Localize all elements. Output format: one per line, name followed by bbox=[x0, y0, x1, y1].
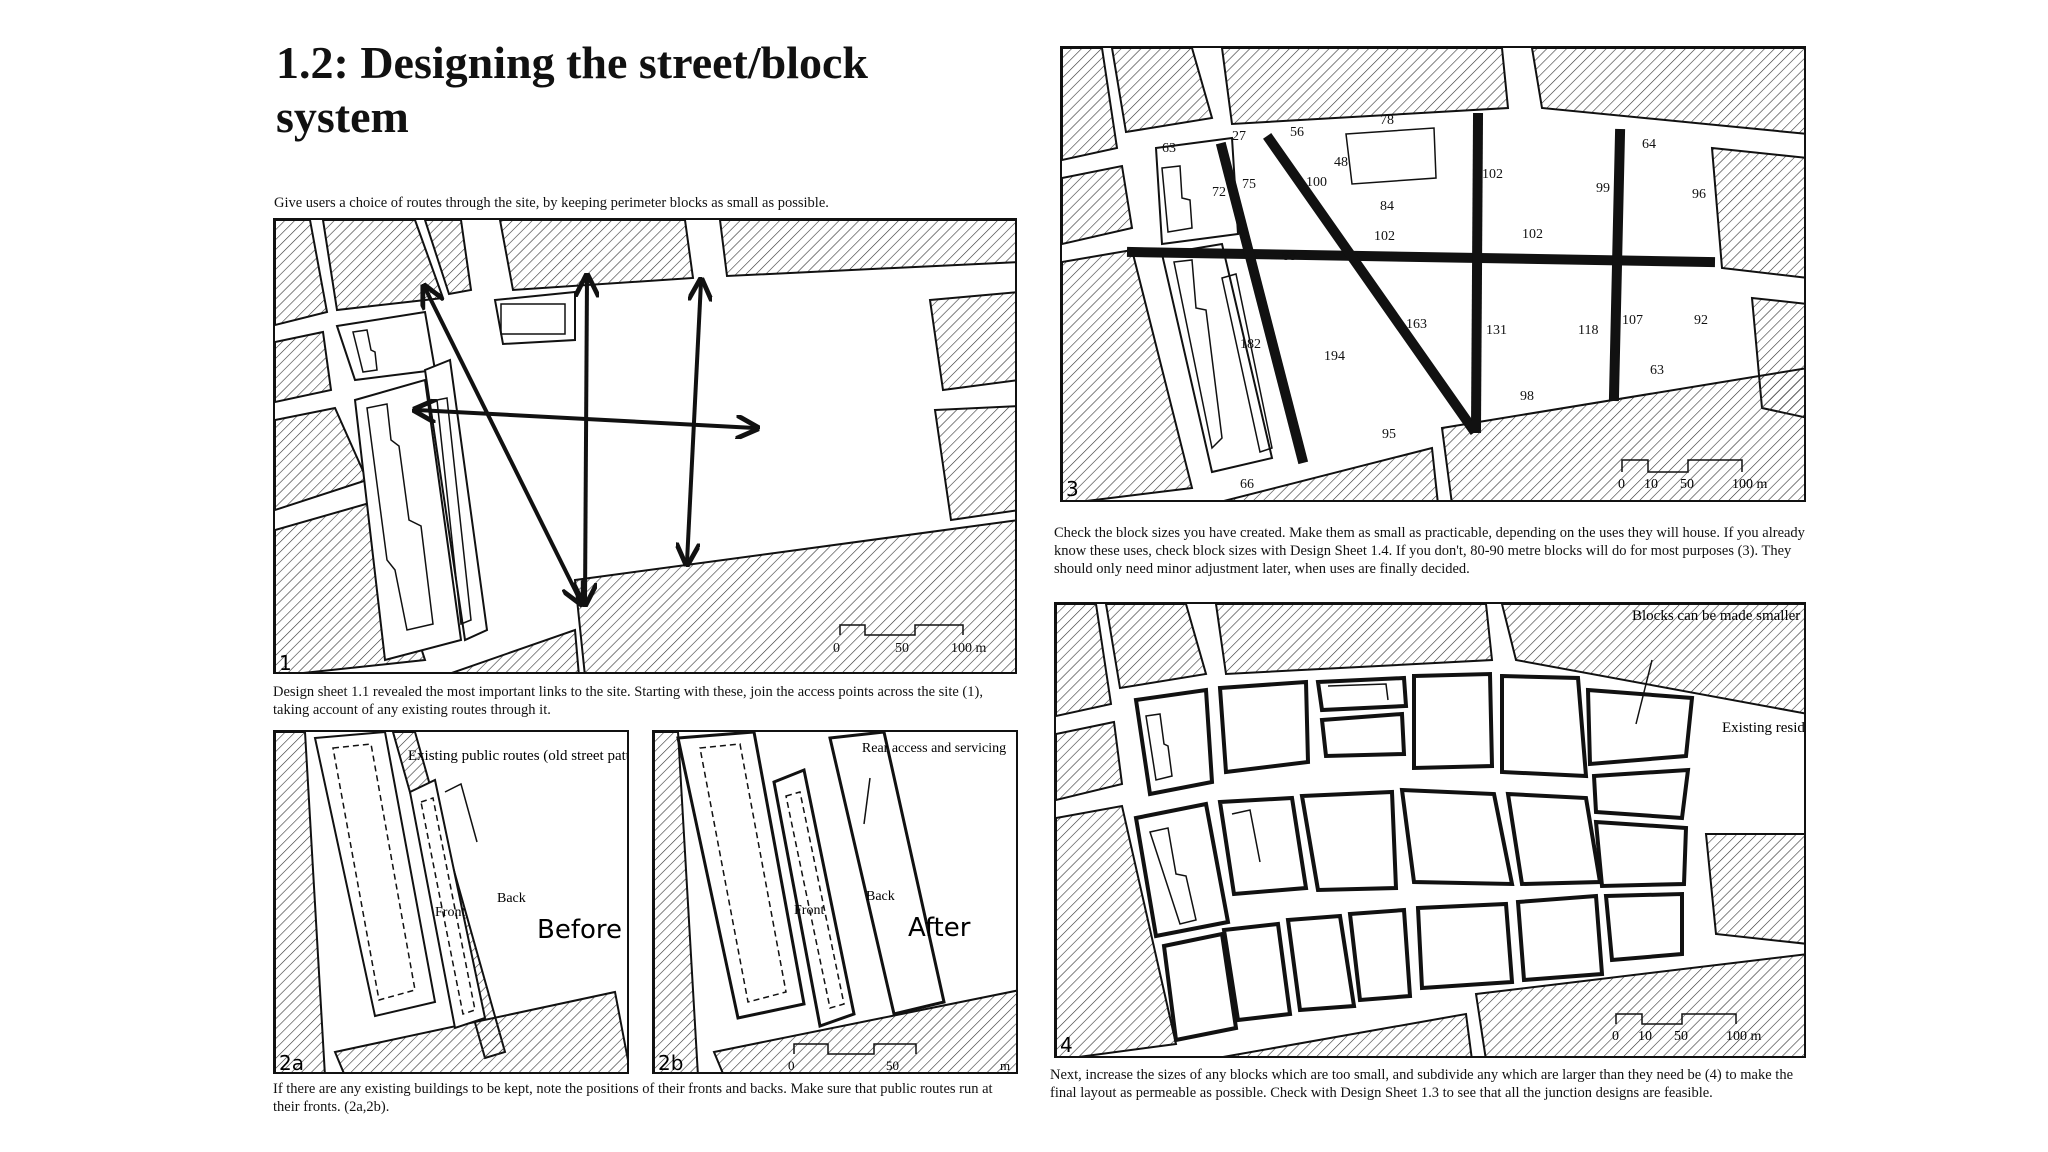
scale-3-10: 10 bbox=[1644, 477, 1658, 492]
scale-2b-0: 0 bbox=[788, 1058, 795, 1073]
back-label-2b: Back bbox=[866, 889, 895, 904]
note-2a: Existing public routes (old street patte… bbox=[408, 748, 629, 764]
dim-56: 56 bbox=[1290, 125, 1304, 140]
note-4b: Existing residential bbox=[1722, 720, 1806, 736]
dim-63a: 63 bbox=[1162, 141, 1176, 156]
dim-75: 75 bbox=[1242, 177, 1256, 192]
scale-3-50: 50 bbox=[1680, 477, 1694, 492]
note-2b: Rear access and servicing bbox=[862, 741, 1006, 756]
dim-100: 100 bbox=[1306, 175, 1327, 190]
intro-text: Give users a choice of routes through th… bbox=[274, 195, 829, 211]
caption-1: Design sheet 1.1 revealed the most impor… bbox=[273, 684, 983, 718]
dim-163: 163 bbox=[1406, 317, 1427, 332]
panel-2a: Existing public routes (old street patte… bbox=[273, 730, 629, 1074]
dim-95: 95 bbox=[1382, 427, 1396, 442]
panel-2b: Rear access and servicing Front Back Aft… bbox=[652, 730, 1018, 1074]
dim-99: 99 bbox=[1596, 181, 1610, 196]
scale-50: 50 bbox=[895, 641, 909, 656]
dim-107: 107 bbox=[1622, 313, 1643, 328]
dim-118: 118 bbox=[1578, 323, 1598, 338]
dim-98: 98 bbox=[1520, 389, 1534, 404]
page-title: 1.2: Designing the street/block system bbox=[276, 37, 869, 142]
dim-96: 96 bbox=[1692, 187, 1706, 202]
scale-0: 0 bbox=[833, 641, 840, 656]
scale-4-50: 50 bbox=[1674, 1029, 1688, 1044]
scale-4-100: 100 m bbox=[1726, 1029, 1762, 1044]
scale-100: 100 m bbox=[951, 641, 987, 656]
caption-2: If there are any existing buildings to b… bbox=[273, 1081, 993, 1115]
after-label: After bbox=[908, 913, 971, 943]
dim-68: 68 bbox=[1282, 249, 1296, 264]
dim-66: 66 bbox=[1240, 477, 1254, 492]
before-label: Before bbox=[537, 915, 622, 945]
scale-2b-50: 50 bbox=[886, 1058, 899, 1073]
back-label-2a: Back bbox=[497, 891, 526, 906]
scale-2b-m: m bbox=[1000, 1058, 1010, 1073]
dim-102a: 102 bbox=[1482, 167, 1503, 182]
panel-1: 0 50 100 m 1 bbox=[273, 218, 1017, 674]
dim-102c: 102 bbox=[1522, 227, 1543, 242]
note-4a: Blocks can be made smaller if residentia… bbox=[1632, 608, 1806, 624]
front-label-2b: Front bbox=[794, 903, 824, 918]
panel-2a-label: 2a bbox=[279, 1051, 304, 1074]
panel-4-label: 4 bbox=[1060, 1033, 1073, 1057]
panel-3-label: 3 bbox=[1066, 477, 1079, 501]
dim-92: 92 bbox=[1694, 313, 1708, 328]
caption-3: Check the block sizes you have created. … bbox=[1054, 525, 1805, 577]
dim-131: 131 bbox=[1486, 323, 1507, 338]
dim-27: 27 bbox=[1232, 129, 1246, 144]
dim-194: 194 bbox=[1324, 349, 1345, 364]
scale-4-10: 10 bbox=[1638, 1029, 1652, 1044]
scale-3-100: 100 m bbox=[1732, 477, 1768, 492]
dim-72: 72 bbox=[1212, 185, 1226, 200]
panel-3: 63 27 56 78 48 84 72 75 100 102 99 64 96… bbox=[1060, 46, 1806, 502]
dim-102b: 102 bbox=[1374, 229, 1395, 244]
caption-4: Next, increase the sizes of any blocks w… bbox=[1050, 1067, 1794, 1101]
scale-4-0: 0 bbox=[1612, 1029, 1619, 1044]
front-label-2a: Front bbox=[435, 905, 465, 920]
panel-2b-label: 2b bbox=[658, 1051, 683, 1074]
scale-3-0: 0 bbox=[1618, 477, 1625, 492]
panel-1-label: 1 bbox=[279, 651, 292, 674]
dim-84: 84 bbox=[1380, 199, 1394, 214]
dim-48: 48 bbox=[1334, 155, 1348, 170]
dim-182: 182 bbox=[1240, 337, 1261, 352]
dim-64: 64 bbox=[1642, 137, 1656, 152]
panel-4: Blocks can be made smaller if residentia… bbox=[1054, 602, 1806, 1058]
dim-63b: 63 bbox=[1650, 363, 1664, 378]
dim-78: 78 bbox=[1380, 113, 1394, 128]
